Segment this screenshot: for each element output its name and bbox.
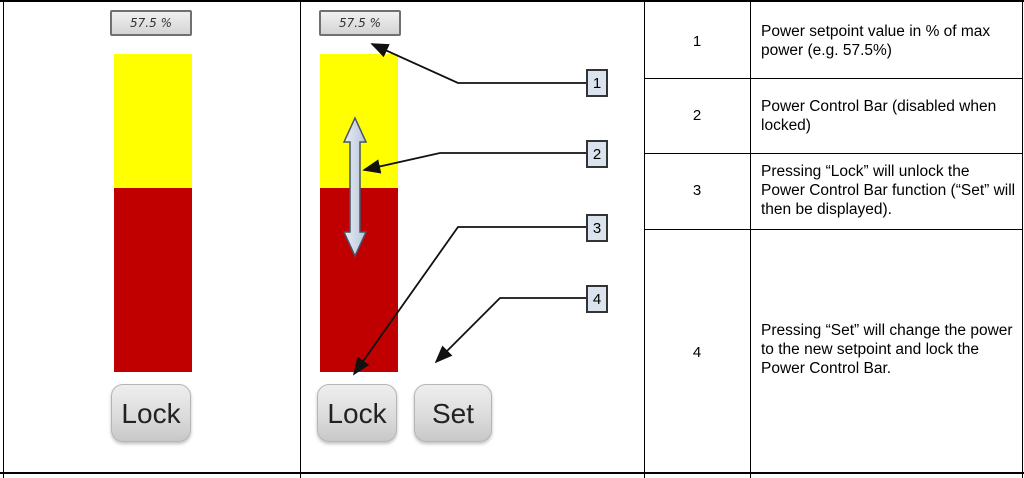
callout-4-leader [434,297,586,364]
lock-button[interactable]: Lock [111,384,191,442]
row-2-number: 2 [692,107,702,124]
lock-button-unlocked[interactable]: Lock [317,384,397,442]
table-right-border [1022,0,1023,478]
callout-4: 4 [586,285,608,313]
row-divider-2 [644,153,1022,154]
row-1-number: 1 [692,33,702,50]
row-4-description: Pressing “Set” will change the power to … [761,322,1013,377]
column-divider-2 [644,0,645,478]
column-divider-1 [300,0,301,478]
row-2-description: Power Control Bar (disabled when locked) [761,98,997,134]
power-bar-upper [114,54,192,188]
row-divider-1 [644,78,1022,79]
power-setpoint-readout-unlocked: 57.5 % [319,10,401,36]
table-bottom-border [0,472,1024,474]
row-4-number: 4 [692,344,702,361]
callout-1: 1 [586,69,608,97]
callout-3: 3 [586,214,608,242]
set-button[interactable]: Set [414,384,492,442]
table-left-border [3,0,4,478]
callout-2: 2 [586,140,608,168]
callout-1-leader [370,43,586,84]
double-arrow-icon [342,116,368,258]
row-3-number: 3 [692,182,702,199]
column-divider-3 [750,0,751,478]
callout-3-leader [352,226,586,376]
power-setpoint-readout: 57.5 % [110,10,192,36]
row-1-description: Power setpoint value in % of max power (… [761,23,991,59]
table-top-border [0,0,1024,2]
row-divider-3 [644,229,1022,230]
row-3-description: Pressing “Lock” will unlock the Power Co… [761,163,1016,218]
callout-2-leader [362,152,586,174]
power-bar-lower [114,188,192,372]
